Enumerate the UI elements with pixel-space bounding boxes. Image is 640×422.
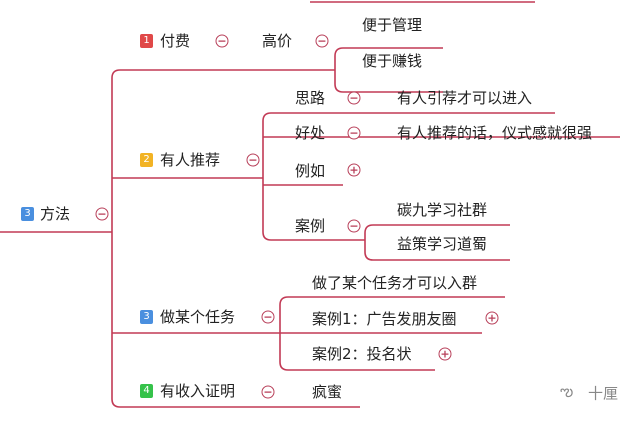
priority-badge: 2 (140, 153, 153, 167)
node-case[interactable]: 案例 (295, 217, 326, 235)
collapse-icon[interactable]: − (215, 34, 229, 48)
connector (334, 47, 443, 93)
collapse-icon[interactable]: − (347, 91, 361, 105)
priority-badge: 4 (140, 384, 153, 398)
priority-badge: 3 (21, 207, 34, 221)
root-node[interactable]: 方法 (40, 205, 71, 223)
connector (279, 296, 505, 371)
expand-icon[interactable]: + (485, 311, 499, 325)
node-leaf[interactable]: 便于管理 (362, 16, 423, 34)
expand-icon[interactable]: + (347, 163, 361, 177)
node-pay[interactable]: 付费 (160, 32, 191, 50)
expand-icon[interactable]: + (438, 347, 452, 361)
node-leaf[interactable]: 案例1：广告发朋友圈 (312, 310, 457, 328)
node-leaf[interactable]: 益策学习道蜀 (397, 235, 488, 253)
watermark: 十厘 (588, 384, 619, 403)
node-leaf[interactable]: 案例2：投名状 (312, 345, 412, 363)
node-task[interactable]: 做某个任务 (160, 308, 236, 326)
node-leaf[interactable]: 有人推荐的话，仪式感就很强 (397, 124, 593, 142)
node-leaf[interactable]: 做了某个任务才可以入群 (312, 274, 478, 292)
node-example[interactable]: 例如 (295, 162, 326, 180)
node-idea[interactable]: 思路 (295, 89, 326, 107)
node-leaf[interactable]: 有人引荐才可以进入 (397, 89, 533, 107)
node-high-price[interactable]: 高价 (262, 32, 293, 50)
collapse-icon[interactable]: − (261, 310, 275, 324)
connector (262, 112, 620, 241)
node-income-proof[interactable]: 有收入证明 (160, 382, 236, 400)
node-leaf[interactable]: 便于赚钱 (362, 52, 423, 70)
connector (111, 69, 360, 408)
collapse-icon[interactable]: − (315, 34, 329, 48)
connector (112, 177, 482, 334)
collapse-icon[interactable]: − (347, 126, 361, 140)
priority-badge: 1 (140, 34, 153, 48)
collapse-icon[interactable]: − (261, 385, 275, 399)
node-leaf[interactable]: 碳九学习社群 (397, 201, 488, 219)
node-referral[interactable]: 有人推荐 (160, 151, 221, 169)
priority-badge: 3 (140, 310, 153, 324)
node-leaf[interactable]: 疯蜜 (312, 383, 343, 401)
wechat-icon: ఌ (560, 382, 574, 400)
collapse-icon[interactable]: − (246, 153, 260, 167)
connector (364, 224, 510, 261)
collapse-icon[interactable]: − (347, 219, 361, 233)
node-benefit[interactable]: 好处 (295, 124, 326, 142)
collapse-icon[interactable]: − (95, 207, 109, 221)
